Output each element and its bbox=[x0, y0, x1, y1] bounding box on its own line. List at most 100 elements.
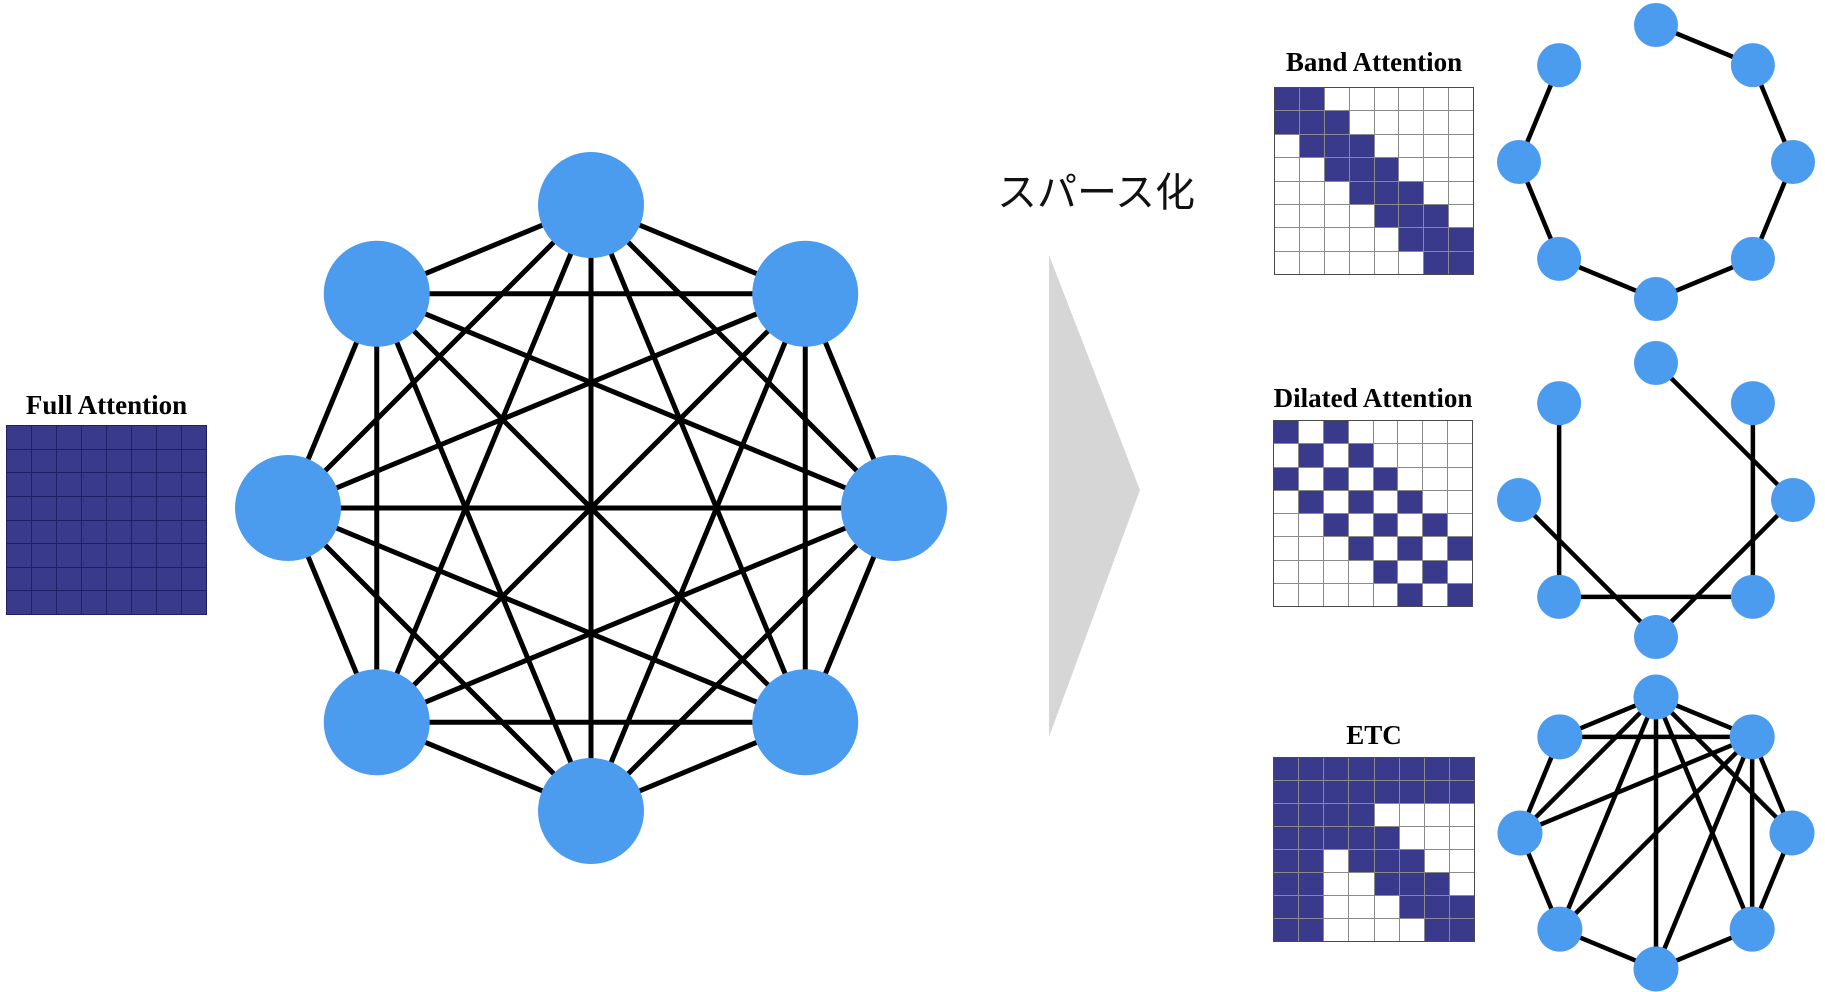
matrix-cell bbox=[1324, 919, 1349, 941]
dilated-attention-graph-edge-2-4 bbox=[1654, 498, 1795, 639]
matrix-cell bbox=[1449, 228, 1473, 251]
matrix-cell bbox=[32, 544, 56, 567]
matrix-cell bbox=[1423, 490, 1448, 513]
matrix-cell bbox=[1449, 181, 1473, 204]
dilated-attention-graph-node-4 bbox=[1634, 615, 1678, 659]
matrix-cell bbox=[1423, 421, 1448, 444]
dilated-attention-graph-node-2 bbox=[1771, 478, 1815, 522]
etc-graph-node-4 bbox=[1633, 946, 1679, 992]
matrix-cell bbox=[1424, 919, 1449, 941]
matrix-cell bbox=[1424, 228, 1449, 251]
matrix-cell bbox=[1275, 228, 1299, 251]
full-attention-graph-edge-3-7 bbox=[374, 291, 808, 725]
matrix-cell bbox=[82, 567, 106, 591]
band-attention-graph-node-0 bbox=[1634, 3, 1678, 47]
matrix-cell bbox=[1398, 583, 1423, 606]
matrix-cell bbox=[32, 567, 56, 591]
matrix-cell bbox=[1324, 204, 1349, 228]
matrix-cell bbox=[1424, 850, 1449, 872]
full-attention-graph-edge-2-5 bbox=[375, 505, 895, 725]
matrix-cell bbox=[1274, 781, 1299, 803]
matrix-cell bbox=[82, 449, 106, 473]
band-attention-label: Band Attention bbox=[1285, 47, 1463, 77]
full-attention-graph-edge-1-4 bbox=[588, 292, 808, 812]
matrix-cell bbox=[107, 449, 131, 473]
matrix-cell bbox=[1324, 88, 1349, 111]
matrix-cell bbox=[1348, 537, 1373, 560]
matrix-cell bbox=[1399, 896, 1424, 918]
matrix-cell bbox=[1274, 827, 1299, 849]
matrix-cell bbox=[107, 591, 131, 614]
matrix-cell bbox=[132, 449, 156, 473]
matrix-cell bbox=[107, 544, 131, 567]
dilated-attention-graph-edge-0-2 bbox=[1654, 361, 1795, 502]
matrix-cell bbox=[132, 520, 156, 544]
matrix-cell bbox=[1349, 228, 1374, 251]
dilated-attention-graph-edge-4-6 bbox=[1517, 498, 1658, 639]
matrix-cell bbox=[57, 426, 81, 449]
matrix-cell bbox=[1373, 583, 1398, 606]
matrix-cell bbox=[1399, 158, 1424, 181]
full-attention-graph-node-1 bbox=[752, 240, 859, 347]
matrix-cell bbox=[1298, 583, 1323, 606]
matrix-cell bbox=[1299, 873, 1324, 895]
matrix-cell bbox=[82, 473, 106, 496]
matrix-cell bbox=[1299, 88, 1324, 111]
etc-graph-node-7 bbox=[1537, 714, 1583, 760]
matrix-cell bbox=[1398, 421, 1423, 444]
matrix-cell bbox=[1349, 88, 1374, 111]
dilated-attention-graph-node-6 bbox=[1497, 478, 1541, 522]
matrix-cell bbox=[32, 591, 56, 614]
matrix-cell bbox=[57, 567, 81, 591]
matrix-cell bbox=[107, 520, 131, 544]
matrix-cell bbox=[1299, 781, 1324, 803]
matrix-cell bbox=[1449, 204, 1473, 228]
matrix-cell bbox=[7, 449, 31, 473]
matrix-cell bbox=[1274, 850, 1299, 872]
matrix-cell bbox=[1399, 228, 1424, 251]
matrix-cell bbox=[182, 426, 206, 449]
matrix-cell bbox=[1348, 444, 1373, 467]
matrix-cell bbox=[1448, 444, 1472, 467]
full-attention-graph-edge-0-3 bbox=[588, 204, 808, 724]
matrix-cell bbox=[7, 544, 31, 567]
matrix-cell bbox=[1324, 896, 1349, 918]
matrix-cell bbox=[157, 449, 181, 473]
matrix-cell bbox=[1449, 781, 1474, 803]
matrix-cell bbox=[1274, 560, 1298, 583]
matrix-cell bbox=[157, 591, 181, 614]
matrix-cell bbox=[1324, 251, 1349, 274]
matrix-cell bbox=[1398, 444, 1423, 467]
matrix-cell bbox=[1373, 514, 1398, 537]
matrix-cell bbox=[182, 496, 206, 520]
matrix-cell bbox=[1324, 158, 1349, 181]
matrix-cell bbox=[157, 496, 181, 520]
matrix-cell bbox=[1374, 804, 1399, 826]
matrix-cell bbox=[1349, 181, 1374, 204]
matrix-cell bbox=[1424, 827, 1449, 849]
matrix-cell bbox=[1424, 111, 1449, 134]
matrix-cell bbox=[1274, 537, 1298, 560]
matrix-cell bbox=[57, 496, 81, 520]
matrix-cell bbox=[1349, 804, 1374, 826]
matrix-cell bbox=[1374, 850, 1399, 872]
matrix-cell bbox=[157, 426, 181, 449]
matrix-cell bbox=[182, 567, 206, 591]
full-attention-graph-node-5 bbox=[323, 669, 430, 776]
matrix-cell bbox=[1374, 158, 1399, 181]
band-attention-matrix bbox=[1274, 87, 1474, 275]
matrix-cell bbox=[1298, 421, 1323, 444]
matrix-cell bbox=[1374, 781, 1399, 803]
matrix-cell bbox=[1275, 88, 1299, 111]
band-attention-graph bbox=[1497, 3, 1815, 321]
matrix-cell bbox=[1448, 537, 1472, 560]
matrix-cell bbox=[1324, 781, 1349, 803]
matrix-cell bbox=[7, 591, 31, 614]
matrix-cell bbox=[1349, 827, 1374, 849]
matrix-cell bbox=[1274, 421, 1298, 444]
matrix-cell bbox=[1299, 181, 1324, 204]
matrix-cell bbox=[1374, 111, 1399, 134]
matrix-cell bbox=[1423, 444, 1448, 467]
full-attention-label: Full Attention bbox=[25, 390, 188, 420]
matrix-cell bbox=[1323, 467, 1348, 490]
